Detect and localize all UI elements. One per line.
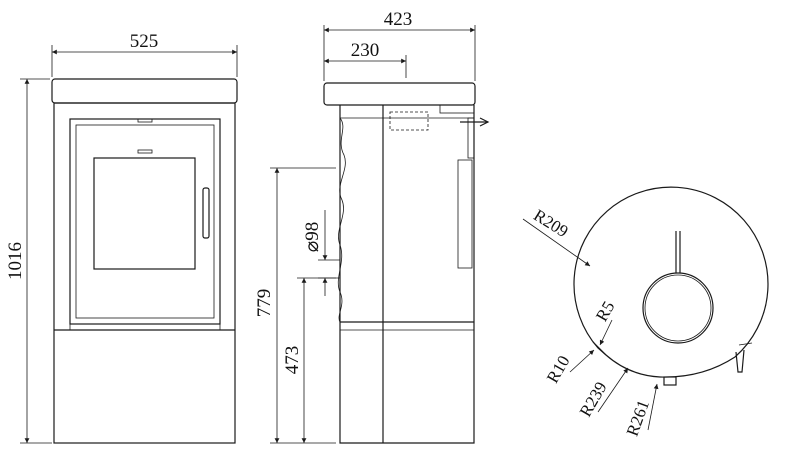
offset-label: 230 [351, 40, 380, 61]
top-lever [735, 349, 745, 373]
door-profile [457, 159, 473, 269]
width-label: 525 [130, 31, 159, 52]
radius-label-r5: R5 [592, 298, 618, 325]
flue-outlet-circle [642, 272, 714, 344]
door-hinge [467, 117, 475, 159]
top-knob [663, 376, 677, 386]
top-outline [573, 186, 769, 378]
air-lever-tip [479, 117, 490, 127]
leader-r239 [597, 367, 629, 413]
radius-label-r209: R209 [530, 206, 571, 242]
diameter-label: ⌀98 [302, 222, 323, 252]
side-view: 423 230 779 473 ⌀98 [254, 9, 490, 444]
top-lever-stem [738, 342, 753, 346]
side-body [339, 105, 475, 444]
stove-top-cap [51, 78, 238, 104]
height-label: 1016 [5, 242, 26, 280]
brand-plate [137, 149, 153, 154]
leader-r10 [569, 349, 595, 373]
internal-box [389, 111, 429, 131]
door-window [93, 157, 196, 270]
flue-outlet-inner [644, 274, 712, 342]
top-view: R209 R5 R10 R239 R261 [522, 186, 769, 439]
side-top-cap [323, 82, 476, 106]
radius-label-r239: R239 [576, 379, 611, 420]
depth-label: 423 [384, 9, 413, 30]
leader-r261 [647, 383, 659, 431]
top-plate [137, 118, 153, 123]
front-view: 525 1016 [5, 31, 238, 444]
door-inner-frame [75, 124, 215, 319]
leader-r5 [599, 319, 613, 346]
leader-r209 [522, 218, 591, 267]
top-notch [592, 341, 607, 356]
radius-label-r261: R261 [623, 398, 653, 439]
outlet-height-label: 779 [254, 289, 275, 318]
door-handle [202, 187, 210, 239]
inlet-height-label: 473 [282, 346, 303, 375]
stove-body [53, 102, 236, 444]
top-front-detail [439, 104, 475, 114]
rear-channel [337, 117, 346, 323]
radius-label-r10: R10 [543, 352, 574, 386]
